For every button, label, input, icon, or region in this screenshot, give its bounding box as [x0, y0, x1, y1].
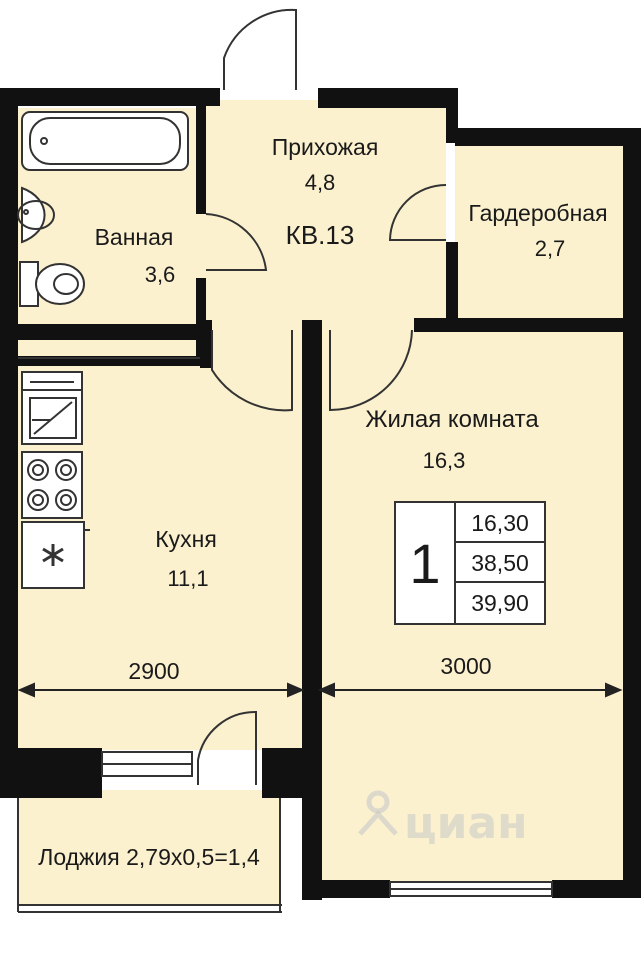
- living-name: Жилая комната: [365, 406, 539, 433]
- wardrobe-floor: [455, 145, 623, 320]
- wardrobe-area: 2,7: [534, 236, 566, 261]
- entrance-door: [223, 8, 297, 90]
- wall: [414, 318, 641, 332]
- living-width-dimension: 3000: [440, 653, 492, 679]
- total-area-value: 38,50: [471, 550, 529, 576]
- loggia-floor: [18, 790, 280, 905]
- kitchen-width-dimension: 2900: [128, 658, 180, 684]
- wall: [302, 320, 322, 900]
- wall: [302, 880, 390, 898]
- living-door: [329, 329, 413, 412]
- living-area: 16,3: [422, 448, 466, 473]
- watermark-brand: циан: [404, 798, 528, 849]
- total-with-loggia-value: 39,90: [471, 590, 529, 616]
- walls: [0, 88, 641, 900]
- wall: [552, 880, 641, 898]
- living-area-value: 16,30: [471, 510, 529, 536]
- apartment-code: КВ.13: [285, 220, 355, 250]
- wardrobe-name: Гардеробная: [468, 200, 608, 226]
- hall-area: 4,8: [304, 170, 336, 195]
- summary-box: [394, 501, 546, 625]
- wall: [0, 88, 18, 788]
- corridor-floor: [18, 340, 200, 358]
- wall: [0, 88, 220, 106]
- wall: [18, 356, 210, 366]
- wall: [262, 748, 322, 798]
- wall: [18, 324, 206, 340]
- wall: [446, 242, 458, 324]
- wall: [623, 128, 641, 898]
- loggia-door: [197, 710, 257, 785]
- bath-area: 3,6: [144, 262, 176, 287]
- hall-name: Прихожая: [271, 134, 379, 160]
- wall: [0, 748, 102, 798]
- stove-icon: [21, 451, 83, 519]
- wall: [318, 88, 458, 108]
- room-count: 1: [409, 532, 441, 595]
- kitchen-sink-icon: [21, 371, 83, 445]
- fridge-icon: [21, 521, 90, 589]
- bath-door: [205, 213, 268, 271]
- loggia-label: Лоджия 2,79x0,5=1,4: [38, 844, 260, 870]
- cian-logo-icon: [356, 790, 400, 838]
- wall: [196, 278, 206, 358]
- doors: [197, 8, 447, 785]
- bathtub-icon: [21, 111, 189, 171]
- kitchen-door: [211, 330, 293, 412]
- lines: [17, 357, 553, 913]
- sink-icon: [17, 186, 55, 244]
- wall: [455, 128, 641, 146]
- wardrobe-door: [388, 184, 447, 241]
- kitchen-name: Кухня: [155, 526, 217, 552]
- wall: [196, 106, 206, 214]
- bath-name: Ванная: [94, 224, 174, 250]
- wall: [200, 320, 212, 368]
- kitchen-area: 11,1: [167, 566, 209, 591]
- dimension-lines: [17, 682, 623, 698]
- toilet-icon: [19, 261, 85, 307]
